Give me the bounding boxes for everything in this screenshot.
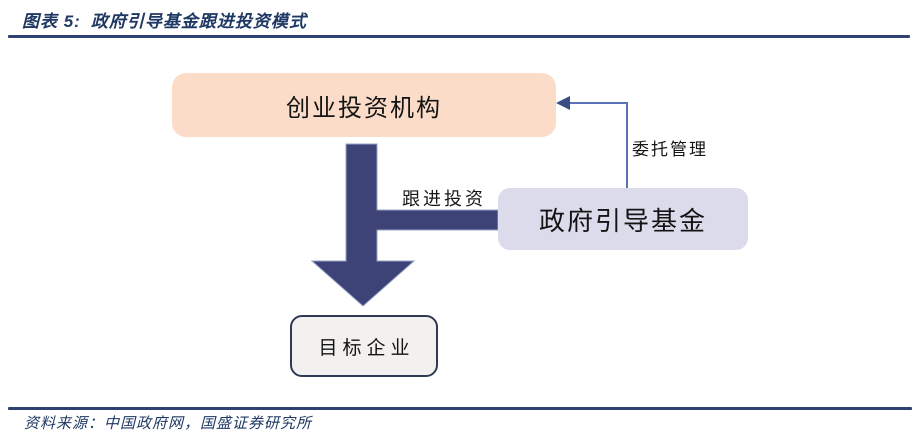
entrusted-management-arrowhead (556, 96, 570, 110)
edge-label-entrusted-management: 委托管理 (632, 140, 708, 159)
node-target-company-label: 目标企业 (318, 337, 415, 359)
figure-title: 图表 5: 政府引导基金跟进投资模式 (22, 7, 307, 32)
node-guidance-fund: 政府引导基金 (498, 188, 748, 250)
figure-title-text: 政府引导基金跟进投资模式 (90, 12, 307, 31)
title-divider (8, 35, 910, 38)
footer-divider (8, 407, 912, 410)
node-target-company: 目标企业 (290, 315, 438, 377)
node-venture-capital-label: 创业投资机构 (286, 94, 442, 122)
figure-title-prefix: 图表 5: (22, 12, 81, 31)
follow-investment-arrow (310, 143, 499, 307)
node-venture-capital: 创业投资机构 (172, 73, 556, 137)
source-note: 资料来源：中国政府网，国盛证券研究所 (24, 415, 313, 432)
node-guidance-fund-label: 政府引导基金 (538, 205, 707, 236)
edge-label-follow-investment: 跟进投资 (402, 189, 486, 209)
entrusted-management-line (568, 102, 628, 188)
